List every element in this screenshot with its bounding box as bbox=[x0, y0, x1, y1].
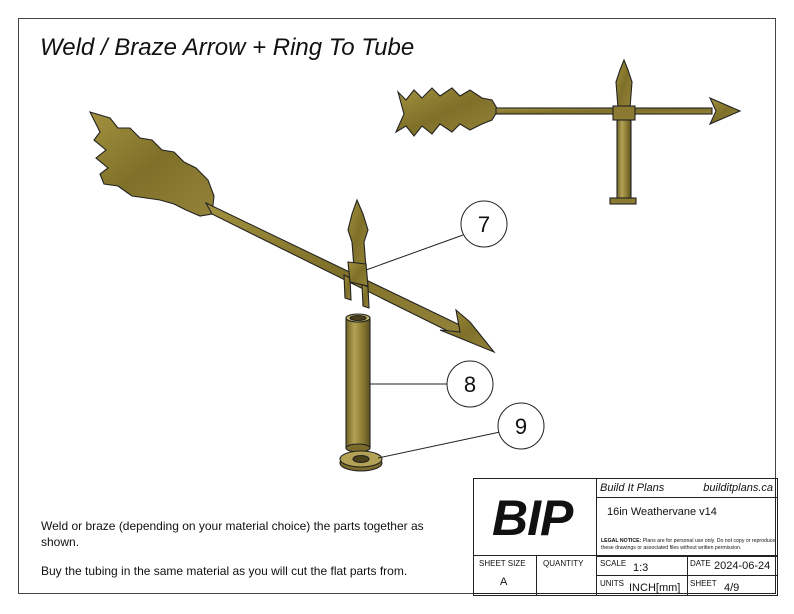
date-label: DATE bbox=[690, 559, 711, 568]
callout-7-number: 7 bbox=[478, 212, 490, 237]
callout-8-number: 8 bbox=[464, 372, 476, 397]
units-value: INCH[mm] bbox=[629, 582, 681, 594]
bip-logo: BIP bbox=[492, 490, 573, 546]
assembled-view bbox=[394, 58, 742, 205]
company-name: Build It Plans bbox=[600, 482, 665, 494]
sheet-size-value: A bbox=[500, 576, 508, 588]
scale-value: 1:3 bbox=[633, 562, 649, 574]
date-cell: DATE 2024-06-24 bbox=[687, 555, 778, 576]
arrow-part-7 bbox=[88, 111, 496, 354]
legal-notice: LEGAL NOTICE: Plans are for personal use… bbox=[601, 538, 776, 552]
sheet-size-cell: SHEET SIZE A bbox=[473, 555, 537, 596]
quantity-cell: QUANTITY bbox=[536, 555, 597, 596]
scale-cell: SCALE 1:3 bbox=[596, 555, 688, 576]
callout-8: 8 bbox=[370, 360, 494, 408]
company-cell: Build It Plans builditplans.ca bbox=[596, 478, 778, 498]
instruction-note-2: Buy the tubing in the same material as y… bbox=[41, 564, 408, 578]
page-title: Weld / Braze Arrow + Ring To Tube bbox=[40, 34, 415, 61]
units-label: UNITS bbox=[600, 579, 624, 588]
callout-7: 7 bbox=[365, 200, 508, 271]
sheet-border bbox=[18, 18, 776, 594]
sheet-size-label: SHEET SIZE bbox=[479, 559, 526, 568]
tube-part-8 bbox=[345, 313, 371, 453]
legal-heading: LEGAL NOTICE: bbox=[601, 538, 642, 544]
sheet-cell: SHEET 4/9 bbox=[687, 575, 778, 596]
ring-part-9 bbox=[339, 450, 383, 472]
company-website: builditplans.ca bbox=[703, 482, 773, 494]
logo-cell: BIP bbox=[473, 478, 597, 556]
project-cell: 16in Weathervane v14 LEGAL NOTICE: Plans… bbox=[596, 497, 778, 557]
legal-text: Plans are for personal use only. Do not … bbox=[601, 538, 776, 551]
sheet-label: SHEET bbox=[690, 579, 717, 588]
sheet-value: 4/9 bbox=[724, 582, 740, 594]
instruction-note-1: Weld or braze (depending on your materia… bbox=[41, 519, 424, 549]
quantity-label: QUANTITY bbox=[543, 559, 584, 568]
units-cell: UNITS INCH[mm] bbox=[596, 575, 688, 596]
project-name: 16in Weathervane v14 bbox=[607, 506, 717, 518]
date-value: 2024-06-24 bbox=[714, 560, 771, 572]
callout-9-number: 9 bbox=[515, 414, 527, 439]
title-block: BIP Build It Plans builditplans.ca 16in … bbox=[473, 478, 778, 596]
scale-label: SCALE bbox=[600, 559, 627, 568]
callout-9: 9 bbox=[377, 402, 545, 459]
